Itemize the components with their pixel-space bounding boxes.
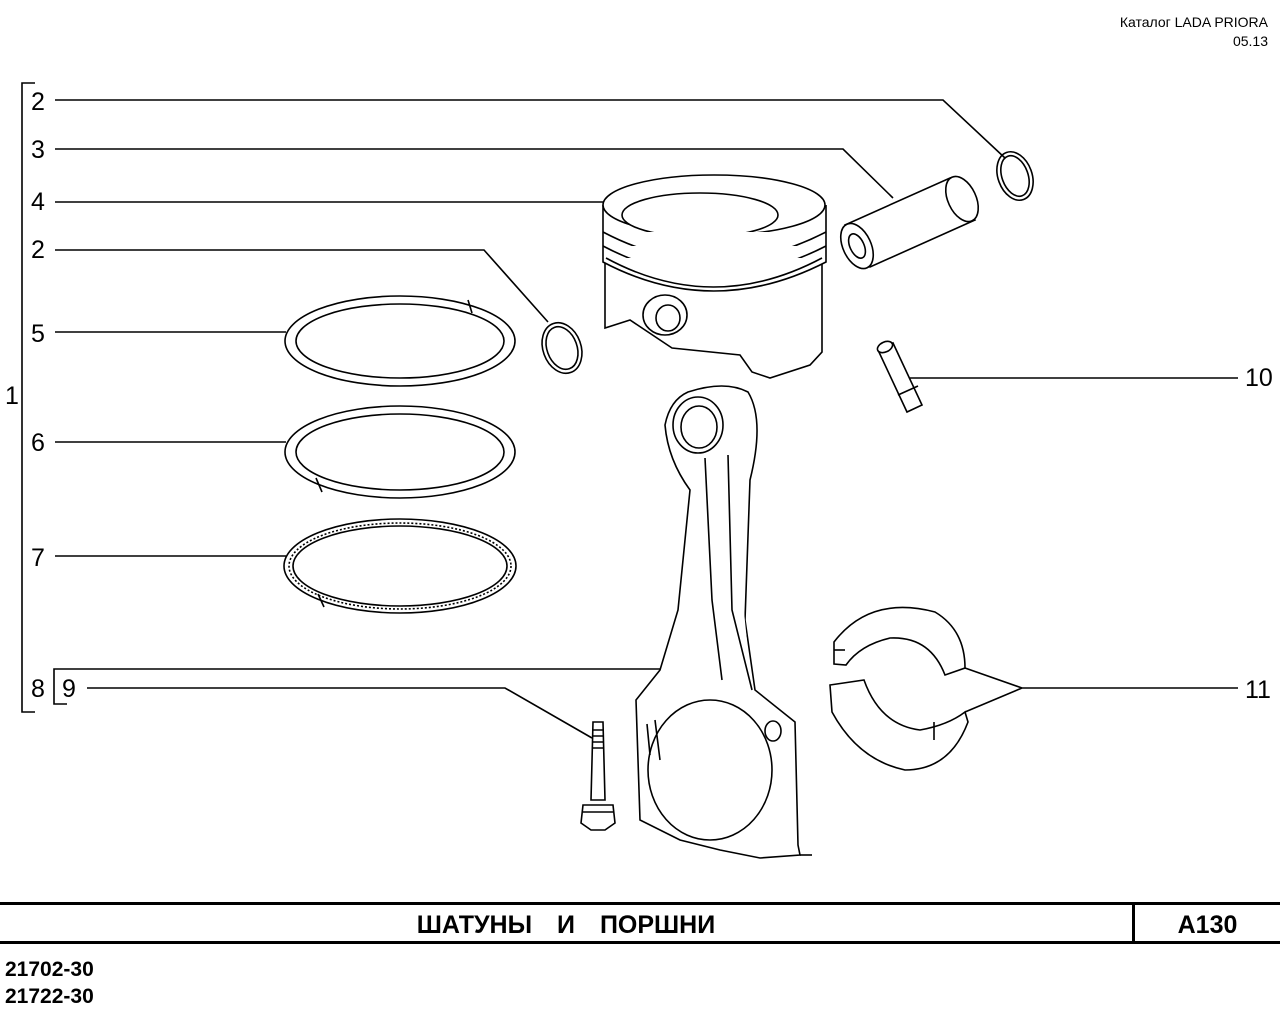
circlip-part-2b: [541, 321, 583, 375]
callout-10-bushing: 10: [1245, 364, 1273, 392]
callout-7-oil-ring: 7: [31, 544, 45, 572]
callout-2-circlip-lower: 2: [31, 236, 45, 264]
connecting-rod-part-8: [635, 385, 812, 859]
title-bar: ШАТУНЫ И ПОРШНИ A130: [0, 902, 1280, 944]
callout-2-circlip-upper: 2: [31, 88, 45, 116]
title-divider: [1132, 905, 1135, 941]
model-code: 21722-30: [5, 985, 94, 1008]
parts-diagram: 2 3 4 2 5 6 7 1 8 9 10 11: [5, 82, 1273, 859]
catalog-date: 05.13: [1232, 33, 1268, 49]
callout-5-ring: 5: [31, 320, 45, 348]
connecting-rod-bracket: [53, 668, 67, 705]
compression-ring-part-5: [284, 295, 516, 387]
compression-ring-part-6: [284, 405, 516, 499]
callout-6-ring: 6: [31, 429, 45, 457]
piston-part-4: [602, 174, 827, 379]
callout-3-piston-pin: 3: [31, 136, 45, 164]
leader-line-2b: [55, 249, 549, 323]
bushing-part-10: [876, 340, 924, 414]
callout-1-assembly: 1: [5, 382, 19, 410]
piston-pin-part-3: [839, 175, 980, 270]
section-title: ШАТУНЫ И ПОРШНИ: [416, 911, 716, 939]
circlip-part-2a: [996, 150, 1034, 202]
leader-line-3: [55, 148, 894, 199]
bearing-shells-part-11: [829, 606, 969, 771]
section-code: A130: [1177, 911, 1238, 939]
leader-line-11: [964, 667, 1238, 713]
catalog-title: Каталог LADA PRIORA: [1119, 14, 1268, 30]
leader-line-9: [87, 687, 593, 739]
callout-8-connecting-rod: 8: [31, 675, 45, 703]
rod-bolt-part-9: [580, 721, 616, 831]
callout-9-bolt: 9: [62, 675, 76, 703]
leader-line-2a: [55, 99, 1006, 159]
oil-ring-part-7: [283, 518, 517, 614]
callout-4-piston: 4: [31, 188, 45, 216]
assembly-bracket: [21, 82, 35, 713]
model-code: 21702-30: [5, 958, 94, 981]
callout-11-bearing: 11: [1245, 676, 1271, 704]
